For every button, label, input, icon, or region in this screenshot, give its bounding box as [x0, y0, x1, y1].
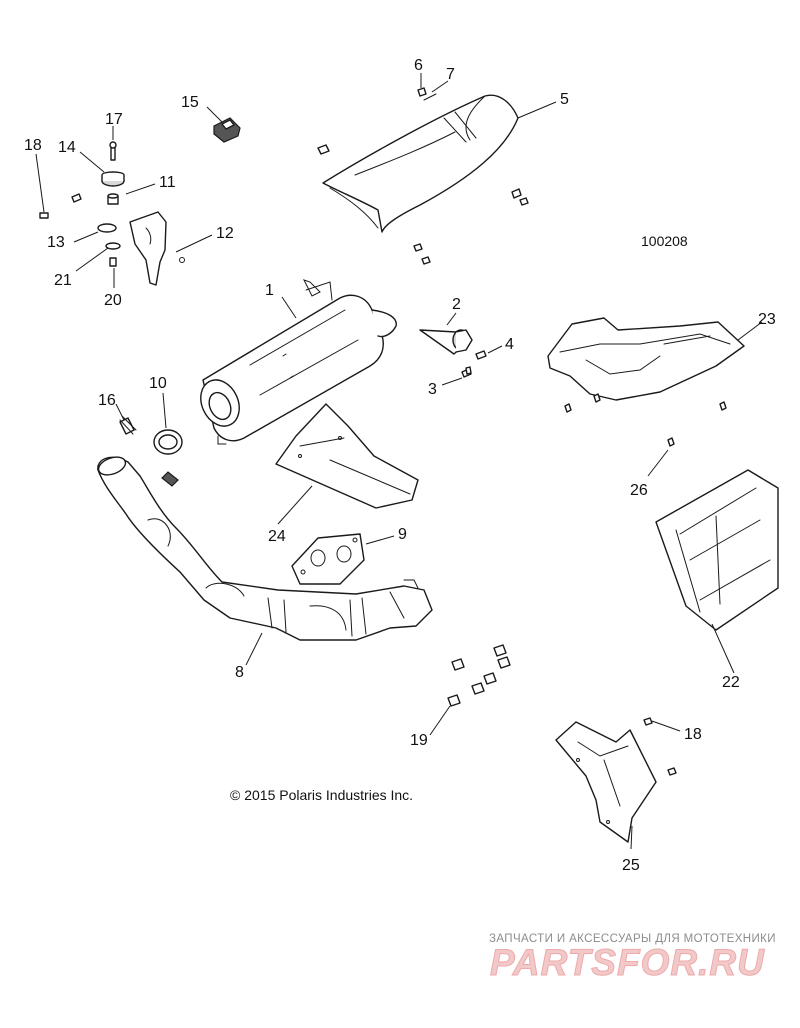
header-pipe-part [97, 456, 433, 641]
spring-and-clamp [119, 415, 183, 487]
spark-arrestor-part [419, 329, 473, 355]
callout-23: 23 [758, 311, 776, 328]
callout-8: 8 [235, 664, 244, 681]
callout-18-bottom: 18 [684, 726, 702, 743]
bolt-set-part [447, 644, 511, 707]
exhaust-gasket-part [291, 533, 365, 585]
diagram-id-label: 100208 [641, 233, 688, 249]
callout-15: 15 [181, 94, 199, 111]
callout-6: 6 [414, 57, 423, 74]
callout-10: 10 [149, 375, 167, 392]
mount-bracket-assembly [39, 141, 185, 286]
callout-1: 1 [265, 282, 274, 299]
callout-7: 7 [446, 66, 455, 83]
watermark-logo: PARTSFOR.RU [490, 942, 765, 984]
small-screws-3-4 [461, 350, 487, 378]
heat-shield-part [322, 94, 519, 233]
callout-19: 19 [410, 732, 428, 749]
leader-lines [35, 73, 763, 850]
watermark-tagline: ЗАПЧАСТИ И АКСЕССУАРЫ ДЛЯ МОТОТЕХНИКИ [489, 933, 776, 945]
callout-25: 25 [622, 857, 640, 874]
callout-26: 26 [630, 482, 648, 499]
side-heat-shield-part [655, 469, 779, 631]
heat-shield-screws [317, 87, 529, 265]
callout-13: 13 [47, 234, 65, 251]
lower-heat-shield-part [555, 717, 677, 843]
grommet-part [213, 117, 241, 143]
callout-21: 21 [54, 272, 72, 289]
callout-14: 14 [58, 139, 76, 156]
callout-22: 22 [722, 674, 740, 691]
heat-deflector-part [275, 403, 419, 509]
callout-20: 20 [104, 292, 122, 309]
callout-2: 2 [452, 296, 461, 313]
callout-18-top: 18 [24, 137, 42, 154]
callout-4: 4 [505, 336, 514, 353]
muffler-part [200, 279, 397, 445]
callout-12: 12 [216, 225, 234, 242]
callout-24: 24 [268, 528, 286, 545]
callout-17: 17 [105, 111, 123, 128]
callout-5: 5 [560, 91, 569, 108]
callout-9: 9 [398, 526, 407, 543]
callout-11: 11 [159, 174, 176, 191]
copyright-notice: © 2015 Polaris Industries Inc. [230, 787, 414, 803]
callout-3: 3 [428, 381, 437, 398]
skid-plate-part [547, 317, 745, 447]
callout-labels: 1 2 3 4 5 6 7 8 9 10 11 12 13 14 15 16 1… [24, 57, 776, 874]
callout-16: 16 [98, 392, 116, 409]
